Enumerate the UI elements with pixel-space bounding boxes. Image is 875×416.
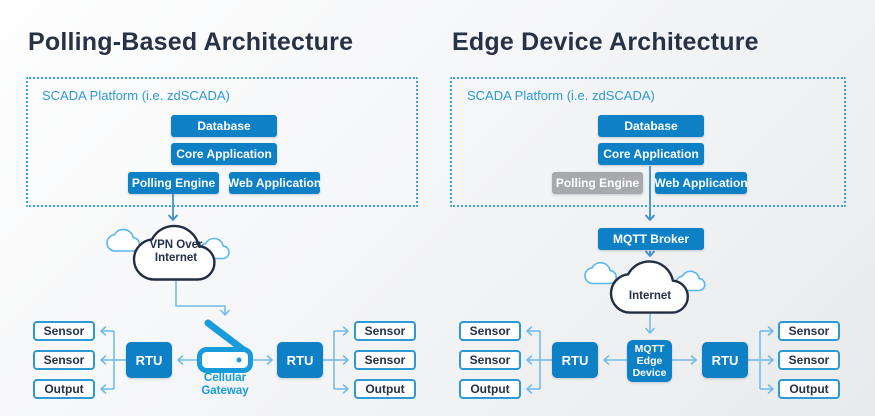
output-box: Output bbox=[778, 379, 840, 399]
sensor-box: Sensor bbox=[354, 321, 416, 341]
vpn-cloud-label-line2: Internet bbox=[154, 252, 198, 264]
mqtt-edge-device-line3: Device bbox=[632, 367, 667, 379]
small-cloud-icon bbox=[676, 271, 705, 290]
sensor-box: Sensor bbox=[33, 350, 95, 370]
polling-scada-platform-box bbox=[26, 77, 418, 207]
edge-rtu-right-box: RTU bbox=[702, 342, 748, 378]
big-cloud-icon bbox=[611, 261, 688, 312]
mqtt-broker-box: MQTT Broker bbox=[598, 228, 704, 250]
edge-polling-engine-box-disabled: Polling Engine bbox=[552, 172, 643, 194]
output-box: Output bbox=[354, 379, 416, 399]
vpn-cloud-label-line1: VPN Over bbox=[149, 239, 203, 251]
cellular-gateway-label-line2: Gateway bbox=[201, 385, 249, 397]
internet-cloud-icon bbox=[585, 261, 705, 312]
cellular-gateway-label-line1: Cellular bbox=[203, 372, 247, 384]
output-box: Output bbox=[33, 379, 95, 399]
sensor-box: Sensor bbox=[354, 350, 416, 370]
edge-core-application-box: Core Application bbox=[598, 143, 704, 165]
sensor-box: Sensor bbox=[33, 321, 95, 341]
edge-scada-platform-label: SCADA Platform (i.e. zdSCADA) bbox=[467, 88, 655, 103]
sensor-box: Sensor bbox=[459, 321, 521, 341]
sensor-box: Sensor bbox=[459, 350, 521, 370]
polling-rtu-right-box: RTU bbox=[277, 342, 323, 378]
polling-rtu-left-box: RTU bbox=[126, 342, 172, 378]
polling-scada-platform-label: SCADA Platform (i.e. zdSCADA) bbox=[42, 88, 230, 103]
internet-cloud-label: Internet bbox=[628, 290, 672, 302]
edge-web-application-box: Web Application bbox=[654, 172, 748, 194]
small-cloud-icon bbox=[585, 263, 616, 284]
polling-architecture-title: Polling-Based Architecture bbox=[28, 28, 354, 56]
edge-database-box: Database bbox=[598, 115, 704, 137]
edge-scada-platform-box bbox=[450, 77, 846, 207]
cellular-gateway-icon bbox=[197, 319, 253, 373]
polling-web-application-box: Web Application bbox=[228, 172, 321, 194]
small-cloud-icon bbox=[107, 229, 139, 251]
polling-database-box: Database bbox=[171, 115, 277, 137]
edge-rtu-left-box: RTU bbox=[552, 342, 598, 378]
mqtt-edge-device-box: MQTT Edge Device bbox=[627, 340, 672, 382]
edge-architecture-title: Edge Device Architecture bbox=[452, 28, 759, 56]
mqtt-edge-device-line1: MQTT bbox=[634, 343, 665, 355]
polling-polling-engine-box: Polling Engine bbox=[128, 172, 219, 194]
polling-core-application-box: Core Application bbox=[171, 143, 277, 165]
cellular-gateway-label: Cellular Gateway bbox=[189, 372, 261, 398]
mqtt-edge-device-line2: Edge bbox=[636, 355, 663, 367]
sensor-box: Sensor bbox=[778, 321, 840, 341]
output-box: Output bbox=[459, 379, 521, 399]
sensor-box: Sensor bbox=[778, 350, 840, 370]
vpn-cloud-label: VPN Over Internet bbox=[138, 239, 214, 265]
